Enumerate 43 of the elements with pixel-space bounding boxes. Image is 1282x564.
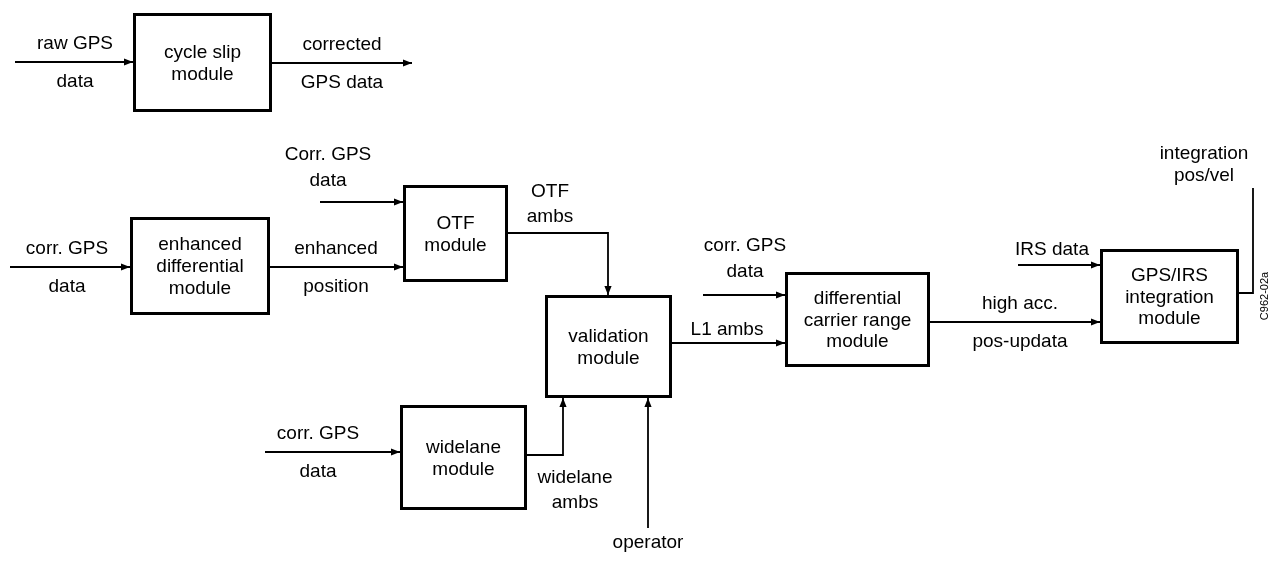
edge-label: raw GPS data xyxy=(36,31,114,93)
module-name: validation module xyxy=(567,324,650,369)
module-name: OTF module xyxy=(423,211,488,256)
arrow xyxy=(702,291,786,299)
arrow xyxy=(671,339,786,347)
module-box xyxy=(403,185,508,282)
module-box xyxy=(785,272,930,367)
module-box xyxy=(545,295,672,398)
arrow xyxy=(269,263,404,271)
figure-code: C962-02a xyxy=(1258,271,1271,321)
edge-label: corrected GPS data xyxy=(299,32,385,94)
module-name: widelane module xyxy=(425,435,502,480)
module-box xyxy=(400,405,527,510)
edge-label: OTF ambs xyxy=(525,179,575,228)
arrow xyxy=(929,318,1101,326)
arrow xyxy=(271,59,413,67)
module-name: differential carrier range module xyxy=(802,286,913,353)
module-name: GPS/IRS integration module xyxy=(1124,263,1215,330)
arrow xyxy=(1017,261,1101,269)
arrow xyxy=(644,397,652,529)
edge-label: corr. GPS data xyxy=(275,421,361,483)
arrow xyxy=(14,58,134,66)
signal-label: integration pos/vel xyxy=(1158,142,1250,186)
arrow xyxy=(319,198,404,206)
signal-label: operator xyxy=(612,531,684,553)
edge-label: L1 ambs xyxy=(689,318,765,340)
module-box xyxy=(130,217,270,315)
arrow xyxy=(9,263,131,271)
edge-label: Corr. GPS data xyxy=(283,142,373,192)
edge-label: IRS data xyxy=(1014,237,1090,261)
edge-label: enhanced position xyxy=(293,236,379,298)
arrow xyxy=(507,232,612,296)
connector-line xyxy=(1238,187,1254,294)
edge-label: widelane ambs xyxy=(536,465,614,514)
edge-label: corr. GPS data xyxy=(24,236,110,298)
arrow xyxy=(264,448,401,456)
module-name: cycle slip module xyxy=(162,40,243,85)
module-box xyxy=(1100,249,1239,344)
arrow xyxy=(526,397,567,456)
edge-label: corr. GPS data xyxy=(702,233,788,283)
module-box xyxy=(133,13,272,112)
module-name: enhanced differential module xyxy=(155,233,245,299)
edge-label: high acc. pos-updata xyxy=(971,291,1069,353)
